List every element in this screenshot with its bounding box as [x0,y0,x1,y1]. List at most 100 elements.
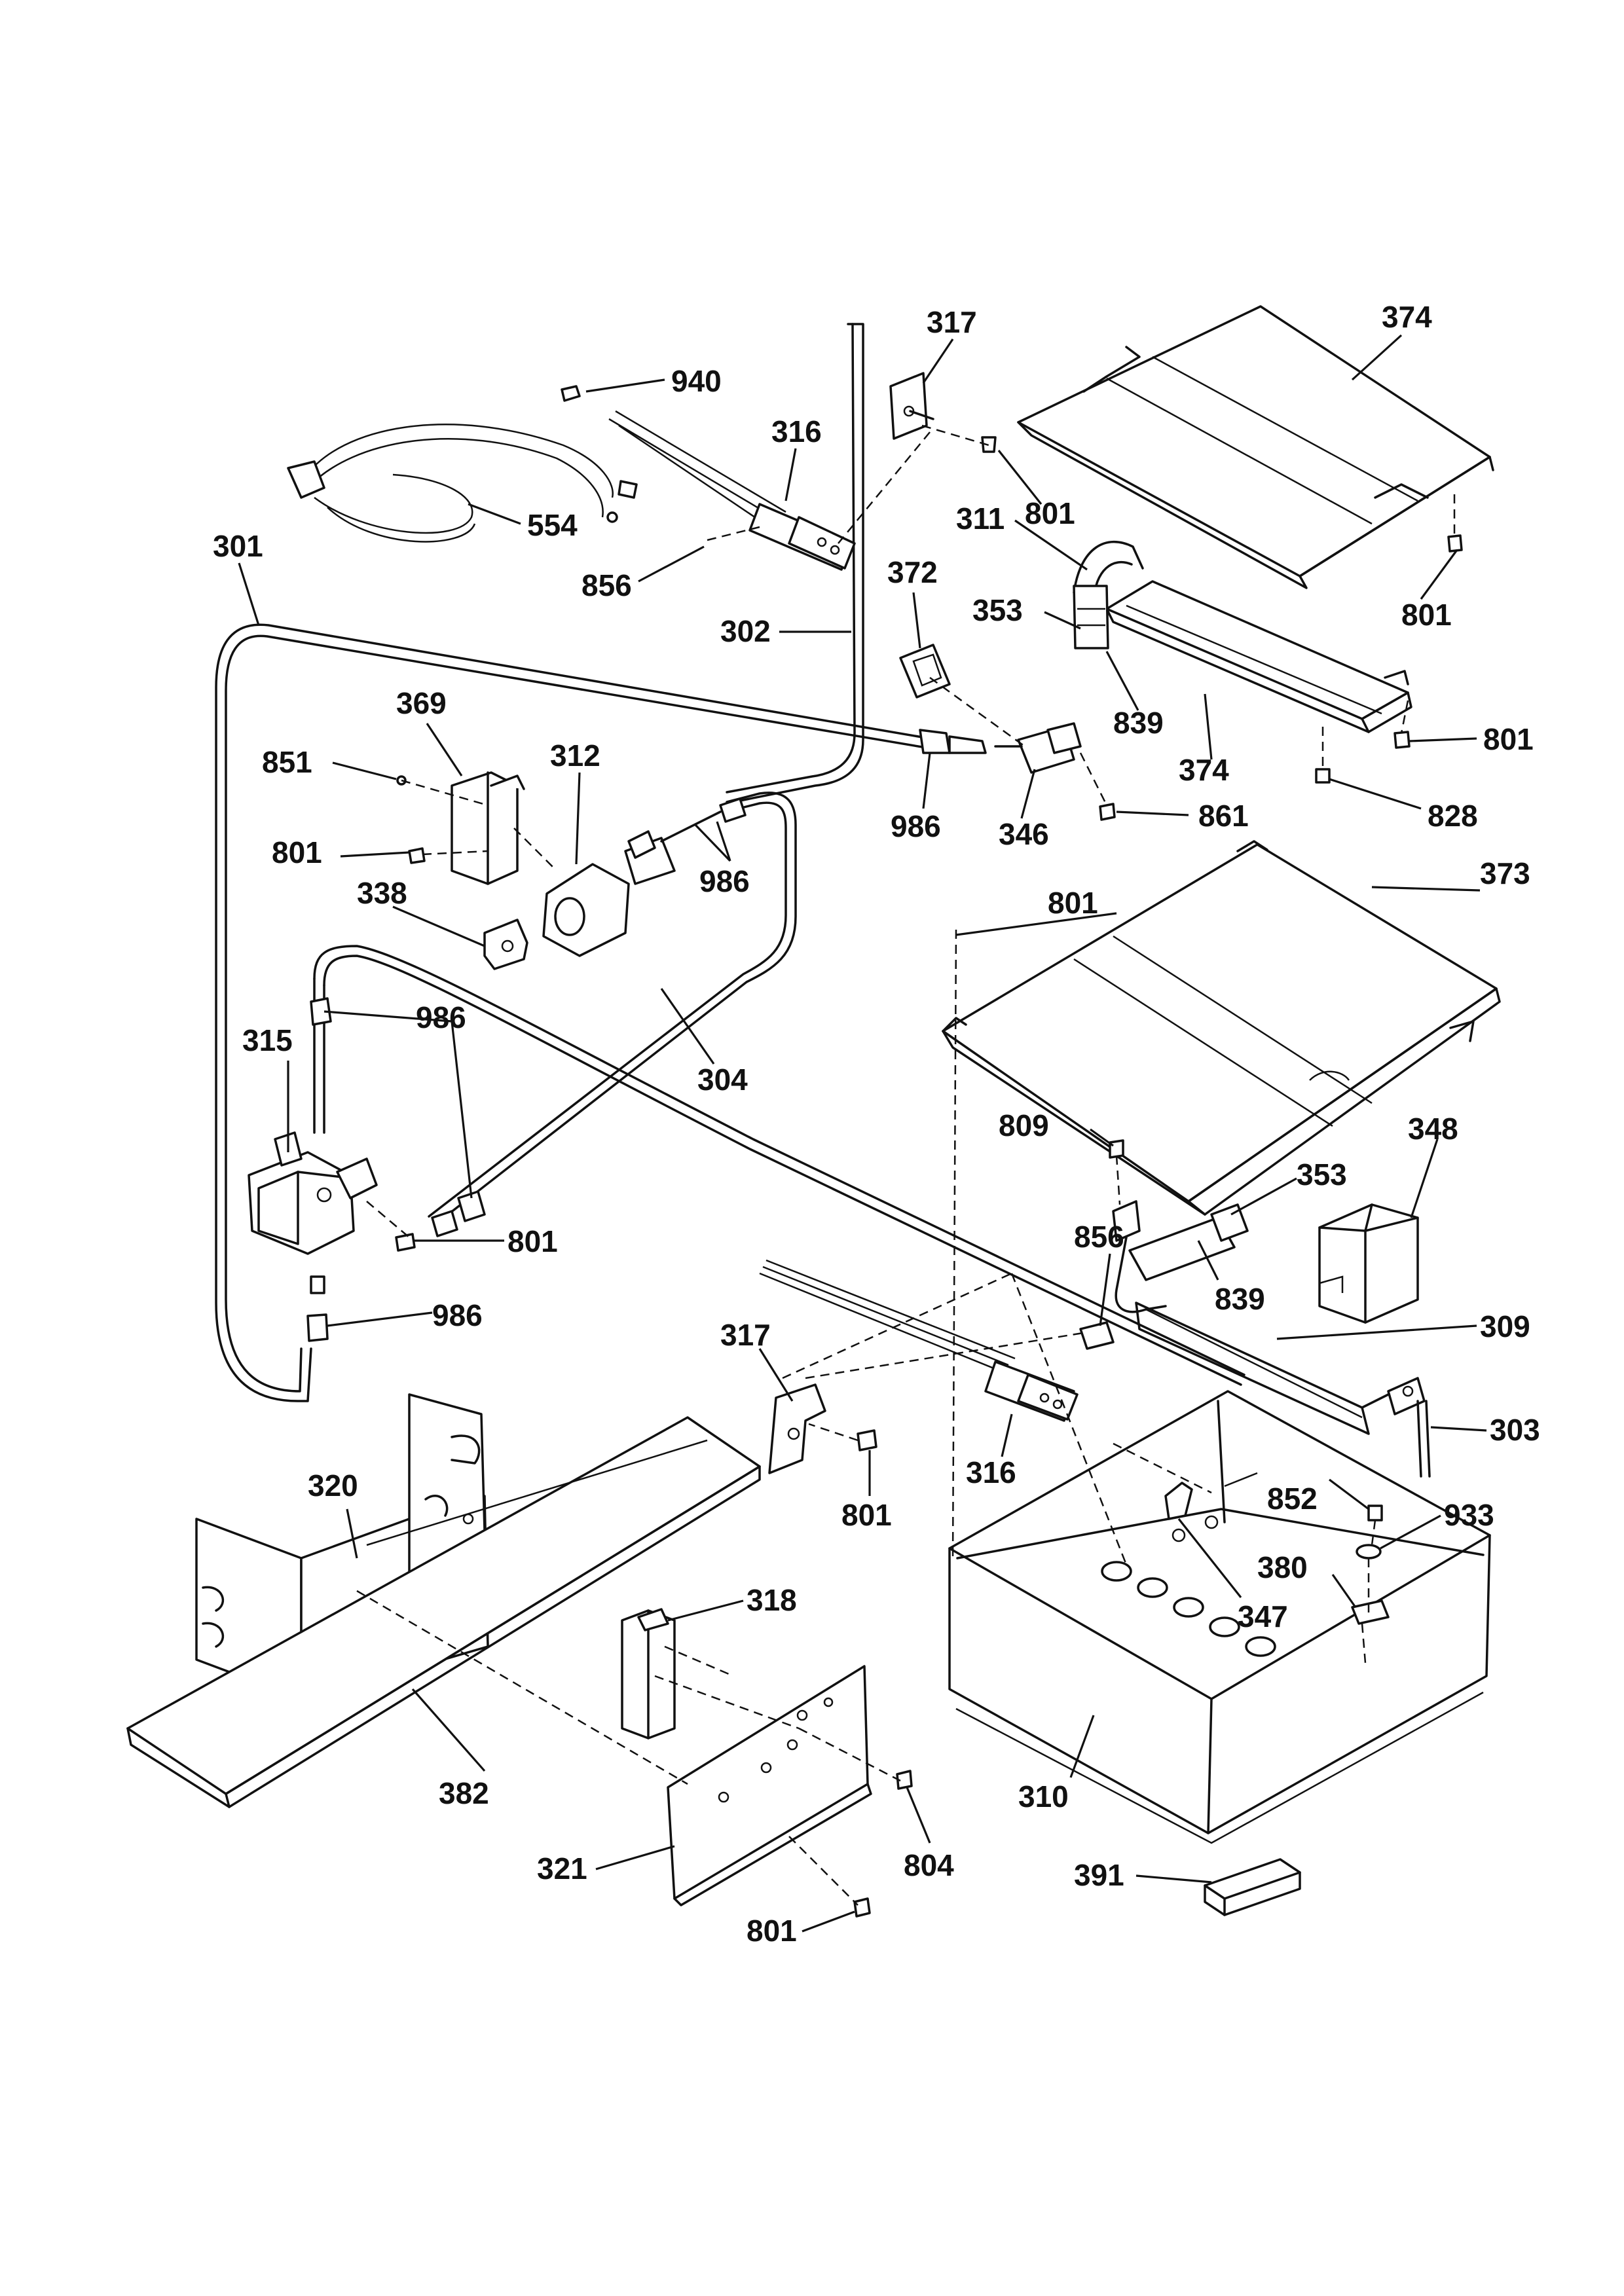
clip-338 [483,919,528,970]
screw-852 [1367,1504,1383,1522]
valve-312 [542,811,722,957]
callout-554: 554 [527,508,578,542]
callout-986: 986 [891,809,941,843]
screw-861 [1099,803,1116,821]
callout-380: 380 [1257,1550,1308,1584]
broil-burner-374-mid [1073,540,1412,733]
callout-391: 391 [1074,1858,1124,1892]
callout-839: 839 [1113,706,1164,740]
callout-856: 856 [581,568,632,602]
broiler-shield-374-top [1017,305,1494,589]
callout-369: 369 [396,686,447,720]
callout-311: 311 [956,501,1005,536]
callout-382: 382 [439,1776,489,1810]
callout-804: 804 [904,1848,954,1882]
callout-312: 312 [550,738,600,773]
bracket-369 [451,771,525,885]
leader-lines [238,334,1487,1933]
callout-801: 801 [841,1498,892,1532]
callout-301: 301 [213,529,263,563]
screw-801-top [981,436,997,453]
screw-809 [1109,1139,1141,1242]
screw-801-mid [857,1429,877,1451]
washer-933 [1356,1544,1382,1559]
callout-372: 372 [887,555,938,589]
callout-801: 801 [747,1914,797,1948]
orifice-holder-346 [994,722,1082,774]
valve-315 [248,1131,378,1255]
callout-986: 986 [432,1298,483,1332]
callout-317: 317 [927,305,977,339]
callout-302: 302 [720,614,771,648]
screw-940 [561,385,581,402]
couplings-986-lower [306,997,486,1342]
callout-809: 809 [999,1108,1049,1142]
callout-309: 309 [1480,1309,1530,1343]
tray-382 [126,1416,761,1808]
callout-856: 856 [1074,1220,1124,1254]
callout-316: 316 [771,414,822,448]
callout-317: 317 [720,1318,771,1352]
callout-801: 801 [1048,886,1098,920]
callout-348: 348 [1408,1112,1458,1146]
callout-801: 801 [1025,496,1075,530]
gas-tube-304 [428,792,797,1226]
gas-tube-301 [215,623,987,1402]
callout-346: 346 [999,817,1049,851]
assembly-lines [356,424,1456,1906]
screw-801-bottom [853,1897,871,1918]
screw-801-right-top [1447,534,1463,553]
callout-304: 304 [697,1063,748,1097]
plate-321 [667,1665,872,1906]
callout-986: 986 [416,1000,466,1034]
screw-828 [1315,768,1331,784]
callout-933: 933 [1444,1498,1494,1532]
callout-353: 353 [972,593,1023,627]
callout-986: 986 [699,864,750,898]
callout-839: 839 [1215,1282,1265,1316]
igniter-316-mid [759,1259,1079,1422]
callout-353: 353 [1297,1157,1347,1192]
burner-309 [1135,1302,1426,1435]
screw-804 [896,1770,913,1790]
callout-828: 828 [1428,799,1478,833]
callout-801: 801 [1483,722,1534,756]
callout-310: 310 [1018,1779,1069,1813]
clip-380 [1351,1599,1390,1625]
bracket-317-top [889,372,934,440]
wire-harness-554 [287,424,638,543]
callout-321: 321 [537,1851,587,1886]
callout-852: 852 [1267,1482,1318,1516]
tube-303 [1416,1400,1431,1478]
bracket-347 [1164,1482,1193,1520]
callout-347: 347 [1238,1599,1288,1633]
cover-348 [1318,1203,1419,1324]
bracket-317-mid [768,1383,826,1474]
screw-801-left [408,847,426,864]
couplings-986-upper [627,797,747,859]
callout-labels: 317 374 940 316 554 801 301 856 311 372 … [213,300,1540,1948]
tray-391 [1204,1858,1301,1916]
screw-801-right [1393,731,1411,749]
callout-316: 316 [966,1455,1016,1489]
callout-318: 318 [747,1583,797,1617]
callout-320: 320 [308,1468,358,1503]
callout-315: 315 [242,1023,293,1057]
gasket-372 [899,644,951,699]
screw-801-valve [395,1233,416,1252]
screw-856-mid [1079,1321,1115,1350]
callout-801: 801 [507,1224,558,1258]
igniter-316-top [608,410,856,571]
callout-851: 851 [262,745,312,779]
callout-801: 801 [272,835,322,869]
burner-353-mid [1115,1203,1249,1313]
callout-373: 373 [1480,856,1530,890]
callout-374: 374 [1382,300,1432,334]
callout-801: 801 [1401,598,1452,632]
burner-box-310 [948,1390,1491,1844]
callout-940: 940 [671,364,722,398]
callout-338: 338 [357,876,407,910]
callout-303: 303 [1490,1413,1540,1447]
